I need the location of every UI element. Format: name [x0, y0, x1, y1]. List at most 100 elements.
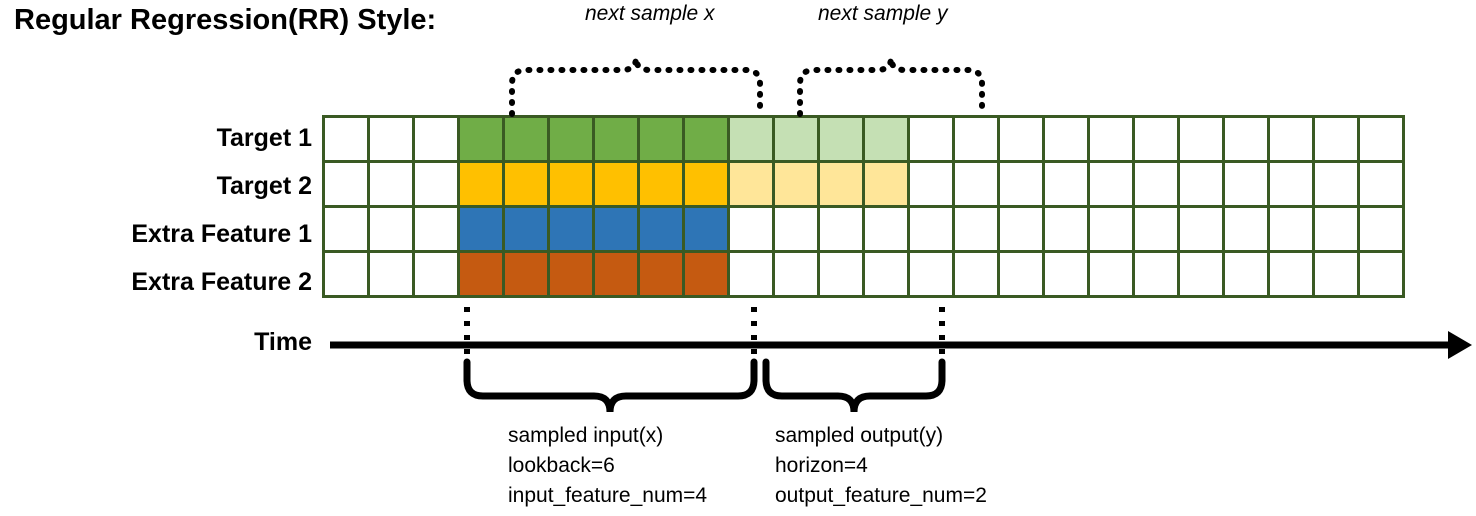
grid-cell-r2-c23: [1357, 205, 1405, 253]
grid-cell-r0-c3: [457, 115, 505, 163]
grid-cell-r1-c4: [502, 160, 550, 208]
annotation-sampled-output: sampled output(y) horizon=4 output_featu…: [775, 421, 987, 511]
row-label-extra-feature-1: Extra Feature 1: [131, 220, 312, 248]
annotation-next-sample-x: next sample x: [585, 2, 715, 25]
grid-cell-r3-c7: [637, 250, 685, 298]
grid-cell-r1-c21: [1267, 160, 1315, 208]
grid-cell-r0-c23: [1357, 115, 1405, 163]
grid-cell-r1-c6: [592, 160, 640, 208]
grid-cell-r2-c15: [997, 205, 1045, 253]
grid-cell-r1-c8: [682, 160, 730, 208]
grid-cell-r1-c15: [997, 160, 1045, 208]
grid-cell-r2-c14: [952, 205, 1000, 253]
brace-next-sample-x: [509, 57, 763, 117]
grid-cell-r0-c17: [1087, 115, 1135, 163]
grid-cell-r2-c18: [1132, 205, 1180, 253]
grid-cell-r2-c9: [727, 205, 775, 253]
grid-cell-r1-c13: [907, 160, 955, 208]
time-axis-arrow: [330, 331, 1472, 359]
grid-cell-r3-c14: [952, 250, 1000, 298]
grid-cell-r3-c1: [367, 250, 415, 298]
grid-cell-r0-c22: [1312, 115, 1360, 163]
sampled-input-line-1: sampled input(x): [508, 424, 664, 447]
grid-cell-r0-c14: [952, 115, 1000, 163]
grid-cell-r0-c8: [682, 115, 730, 163]
grid-cell-r0-c19: [1177, 115, 1225, 163]
grid-cell-r0-c13: [907, 115, 955, 163]
grid-cell-r0-c12: [862, 115, 910, 163]
sampled-output-line-1: sampled output(y): [775, 424, 944, 447]
grid-cell-r2-c8: [682, 205, 730, 253]
grid-row-extra-feature-2: [322, 250, 1405, 298]
grid-cell-r1-c22: [1312, 160, 1360, 208]
grid-cell-r3-c13: [907, 250, 955, 298]
grid-cell-r1-c20: [1222, 160, 1270, 208]
grid-cell-r2-c13: [907, 205, 955, 253]
grid-cell-r2-c4: [502, 205, 550, 253]
grid-cell-r0-c6: [592, 115, 640, 163]
grid-cell-r3-c16: [1042, 250, 1090, 298]
grid-cell-r3-c5: [547, 250, 595, 298]
annotation-sampled-input: sampled input(x) lookback=6 input_featur…: [508, 421, 707, 511]
grid-cell-r1-c16: [1042, 160, 1090, 208]
grid-cell-r3-c2: [412, 250, 460, 298]
grid-cell-r0-c15: [997, 115, 1045, 163]
grid-cell-r3-c4: [502, 250, 550, 298]
grid-cell-r3-c11: [817, 250, 865, 298]
grid-cell-r2-c5: [547, 205, 595, 253]
grid-cell-r1-c11: [817, 160, 865, 208]
grid-cell-r1-c19: [1177, 160, 1225, 208]
grid-cell-r2-c0: [322, 205, 370, 253]
grid-cell-r1-c9: [727, 160, 775, 208]
grid-cell-r1-c3: [457, 160, 505, 208]
grid-cell-r3-c22: [1312, 250, 1360, 298]
grid-cell-r2-c22: [1312, 205, 1360, 253]
grid-cell-r1-c7: [637, 160, 685, 208]
grid-cell-r0-c16: [1042, 115, 1090, 163]
grid-row-target-2: [322, 160, 1405, 208]
grid-cell-r1-c12: [862, 160, 910, 208]
grid-cell-r3-c3: [457, 250, 505, 298]
grid-cell-r3-c8: [682, 250, 730, 298]
grid-cell-r3-c12: [862, 250, 910, 298]
grid-cell-r3-c6: [592, 250, 640, 298]
grid-cell-r2-c19: [1177, 205, 1225, 253]
grid-table: [322, 115, 1405, 298]
grid-cell-r2-c10: [772, 205, 820, 253]
grid-cell-r2-c1: [367, 205, 415, 253]
grid-cell-r3-c19: [1177, 250, 1225, 298]
time-axis-label: Time: [254, 328, 312, 356]
grid-cell-r2-c17: [1087, 205, 1135, 253]
timeseries-grid: [322, 115, 1405, 298]
grid-cell-r2-c12: [862, 205, 910, 253]
page-title: Regular Regression(RR) Style:: [14, 4, 437, 36]
grid-cell-r3-c15: [997, 250, 1045, 298]
grid-cell-r2-c16: [1042, 205, 1090, 253]
grid-cell-r3-c18: [1132, 250, 1180, 298]
row-label-target-1: Target 1: [216, 124, 312, 152]
grid-cell-r0-c7: [637, 115, 685, 163]
grid-cell-r1-c17: [1087, 160, 1135, 208]
brace-sampled-input: [463, 358, 758, 413]
grid-cell-r3-c21: [1267, 250, 1315, 298]
grid-cell-r0-c2: [412, 115, 460, 163]
grid-cell-r0-c4: [502, 115, 550, 163]
grid-cell-r0-c18: [1132, 115, 1180, 163]
grid-row-target-1: [322, 115, 1405, 163]
grid-cell-r0-c0: [322, 115, 370, 163]
grid-cell-r0-c11: [817, 115, 865, 163]
grid-cell-r0-c20: [1222, 115, 1270, 163]
grid-cell-r2-c2: [412, 205, 460, 253]
grid-cell-r0-c1: [367, 115, 415, 163]
grid-cell-r1-c14: [952, 160, 1000, 208]
grid-cell-r0-c10: [772, 115, 820, 163]
grid-cell-r2-c20: [1222, 205, 1270, 253]
grid-cell-r3-c0: [322, 250, 370, 298]
row-label-extra-feature-2: Extra Feature 2: [131, 268, 312, 296]
grid-cell-r3-c23: [1357, 250, 1405, 298]
grid-cell-r1-c18: [1132, 160, 1180, 208]
grid-cell-r3-c10: [772, 250, 820, 298]
sampled-input-line-3: input_feature_num=4: [508, 484, 708, 507]
grid-cell-r1-c5: [547, 160, 595, 208]
sampled-output-line-3: output_feature_num=2: [775, 484, 987, 507]
